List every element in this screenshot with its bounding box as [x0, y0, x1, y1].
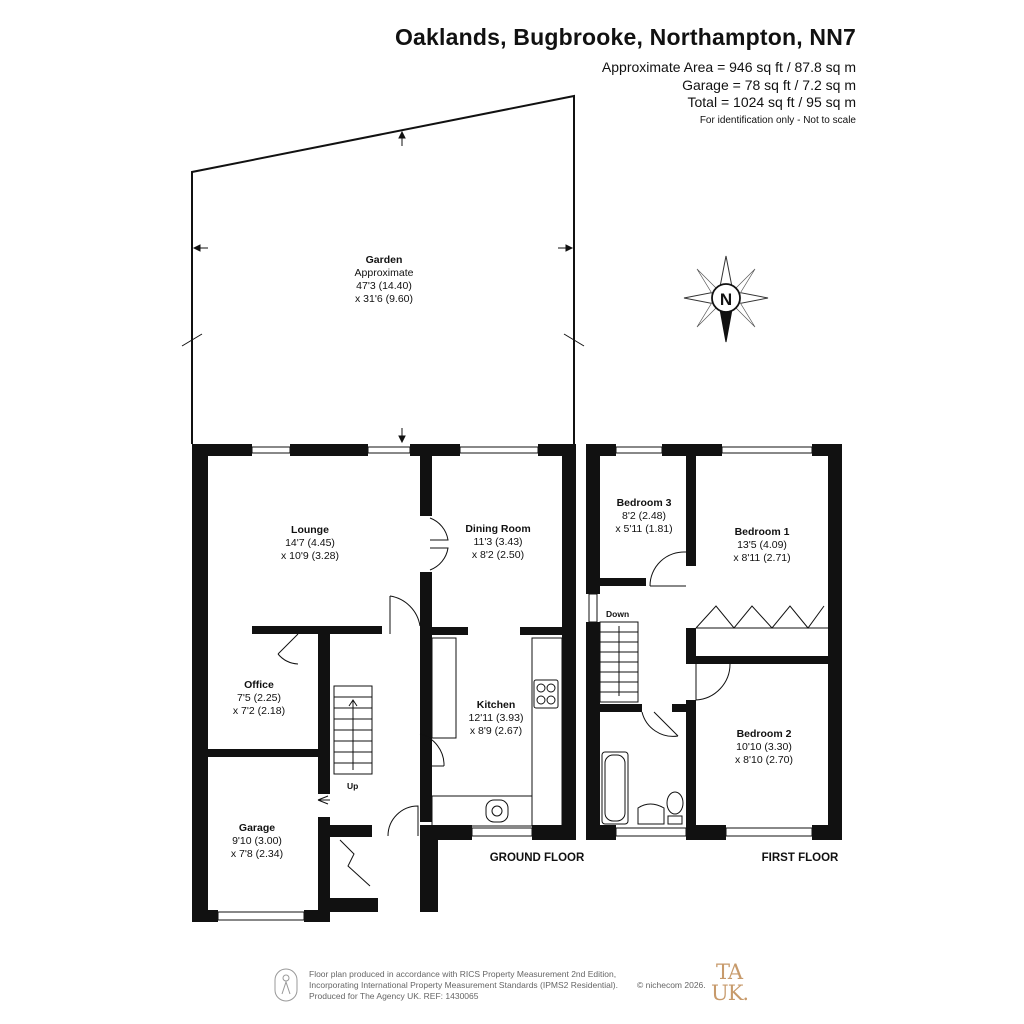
room-garage-line2: x 7'8 (2.34) [231, 848, 283, 860]
room-dining-name: Dining Room [465, 523, 530, 535]
room-garage-line1: 9'10 (3.00) [232, 835, 282, 847]
room-garden: Garden Approximate 47'3 (14.40) x 31'6 (… [355, 254, 414, 305]
compass-rose-icon [683, 255, 769, 343]
room-bedroom-3-line1: 8'2 (2.48) [622, 510, 666, 522]
room-bedroom-1-line1: 13'5 (4.09) [737, 539, 787, 551]
first-floor-doors [641, 551, 828, 737]
ground-floor-doors [277, 517, 449, 887]
room-kitchen-line2: x 8'9 (2.67) [470, 725, 522, 737]
room-office-line2: x 7'2 (2.18) [233, 705, 285, 717]
room-garden-line1: Approximate [355, 267, 414, 279]
first-floor-windows [588, 446, 813, 837]
room-garden-line2: 47'3 (14.40) [356, 280, 412, 292]
room-garage: Garage 9'10 (3.00) x 7'8 (2.34) [231, 822, 283, 860]
room-bedroom-3: Bedroom 3 8'2 (2.48) x 5'11 (1.81) [615, 497, 672, 535]
agency-logo: TA UK. [711, 960, 749, 1005]
room-bedroom-1: Bedroom 1 13'5 (4.09) x 8'11 (2.71) [733, 526, 790, 564]
room-dining: Dining Room 11'3 (3.43) x 8'2 (2.50) [465, 523, 530, 561]
footer-line-1: Floor plan produced in accordance with R… [309, 969, 617, 979]
room-garage-name: Garage [239, 822, 275, 834]
room-bedroom-3-name: Bedroom 3 [617, 497, 672, 509]
ground-floor-label: GROUND FLOOR [490, 852, 585, 864]
approximate-area: Approximate Area = 946 sq ft / 87.8 sq m [601, 59, 856, 75]
scale-disclaimer: For identification only - Not to scale [699, 115, 856, 126]
stairs-up-label: Up [347, 781, 358, 791]
room-bedroom-2-line1: 10'10 (3.30) [736, 741, 792, 753]
ground-floor-walls [192, 444, 576, 922]
garage-area: Garage = 78 sq ft / 7.2 sq m [682, 77, 856, 93]
room-bedroom-2-name: Bedroom 2 [737, 728, 792, 740]
room-lounge-name: Lounge [291, 524, 329, 536]
bathroom-fittings [601, 751, 684, 825]
first-floor-label: FIRST FLOOR [762, 852, 839, 864]
staircase-first [599, 621, 639, 703]
agency-logo-line2: UK. [711, 981, 749, 1005]
room-dining-line2: x 8'2 (2.50) [472, 549, 524, 561]
room-lounge: Lounge 14'7 (4.45) x 10'9 (3.28) [281, 524, 339, 562]
room-bedroom-1-name: Bedroom 1 [735, 526, 790, 538]
room-kitchen: Kitchen 12'11 (3.93) x 8'9 (2.67) [469, 699, 524, 737]
room-lounge-line2: x 10'9 (3.28) [281, 550, 339, 562]
room-garden-line3: x 31'6 (9.60) [355, 293, 413, 305]
room-office-line1: 7'5 (2.25) [237, 692, 281, 704]
room-office-name: Office [244, 679, 274, 691]
staircase-ground [333, 685, 373, 775]
room-garden-name: Garden [366, 254, 403, 266]
room-lounge-line1: 14'7 (4.45) [285, 537, 335, 549]
stairs-down-label: Down [606, 609, 629, 619]
agency-logo-line1: TA [715, 960, 743, 984]
room-kitchen-name: Kitchen [477, 699, 516, 711]
room-kitchen-line1: 12'11 (3.93) [469, 712, 524, 724]
compass-north-label: N [720, 290, 732, 309]
room-office: Office 7'5 (2.25) x 7'2 (2.18) [233, 679, 285, 717]
ground-floor-windows [217, 446, 539, 921]
kitchen-fittings [431, 637, 563, 827]
first-floor-walls [586, 444, 842, 840]
garden-outline [191, 94, 575, 444]
rics-logo-icon [274, 968, 298, 1002]
footer-line-3: Produced for The Agency UK. REF: 1430065 [309, 991, 479, 1001]
footer-copyright: © nichecom 2026. [637, 980, 706, 990]
footer-notes: Floor plan produced in accordance with R… [309, 969, 618, 1002]
room-dining-line1: 11'3 (3.43) [473, 536, 522, 548]
room-bedroom-2-line2: x 8'10 (2.70) [735, 754, 793, 766]
room-bedroom-1-line2: x 8'11 (2.71) [733, 552, 790, 564]
room-bedroom-2: Bedroom 2 10'10 (3.30) x 8'10 (2.70) [735, 728, 793, 766]
garden-dimension-arrows [181, 130, 585, 444]
total-area: Total = 1024 sq ft / 95 sq m [687, 94, 857, 110]
room-bedroom-3-line2: x 5'11 (1.81) [615, 523, 672, 535]
property-title: Oaklands, Bugbrooke, Northampton, NN7 [394, 24, 856, 50]
footer-line-2: Incorporating International Property Mea… [309, 980, 618, 990]
